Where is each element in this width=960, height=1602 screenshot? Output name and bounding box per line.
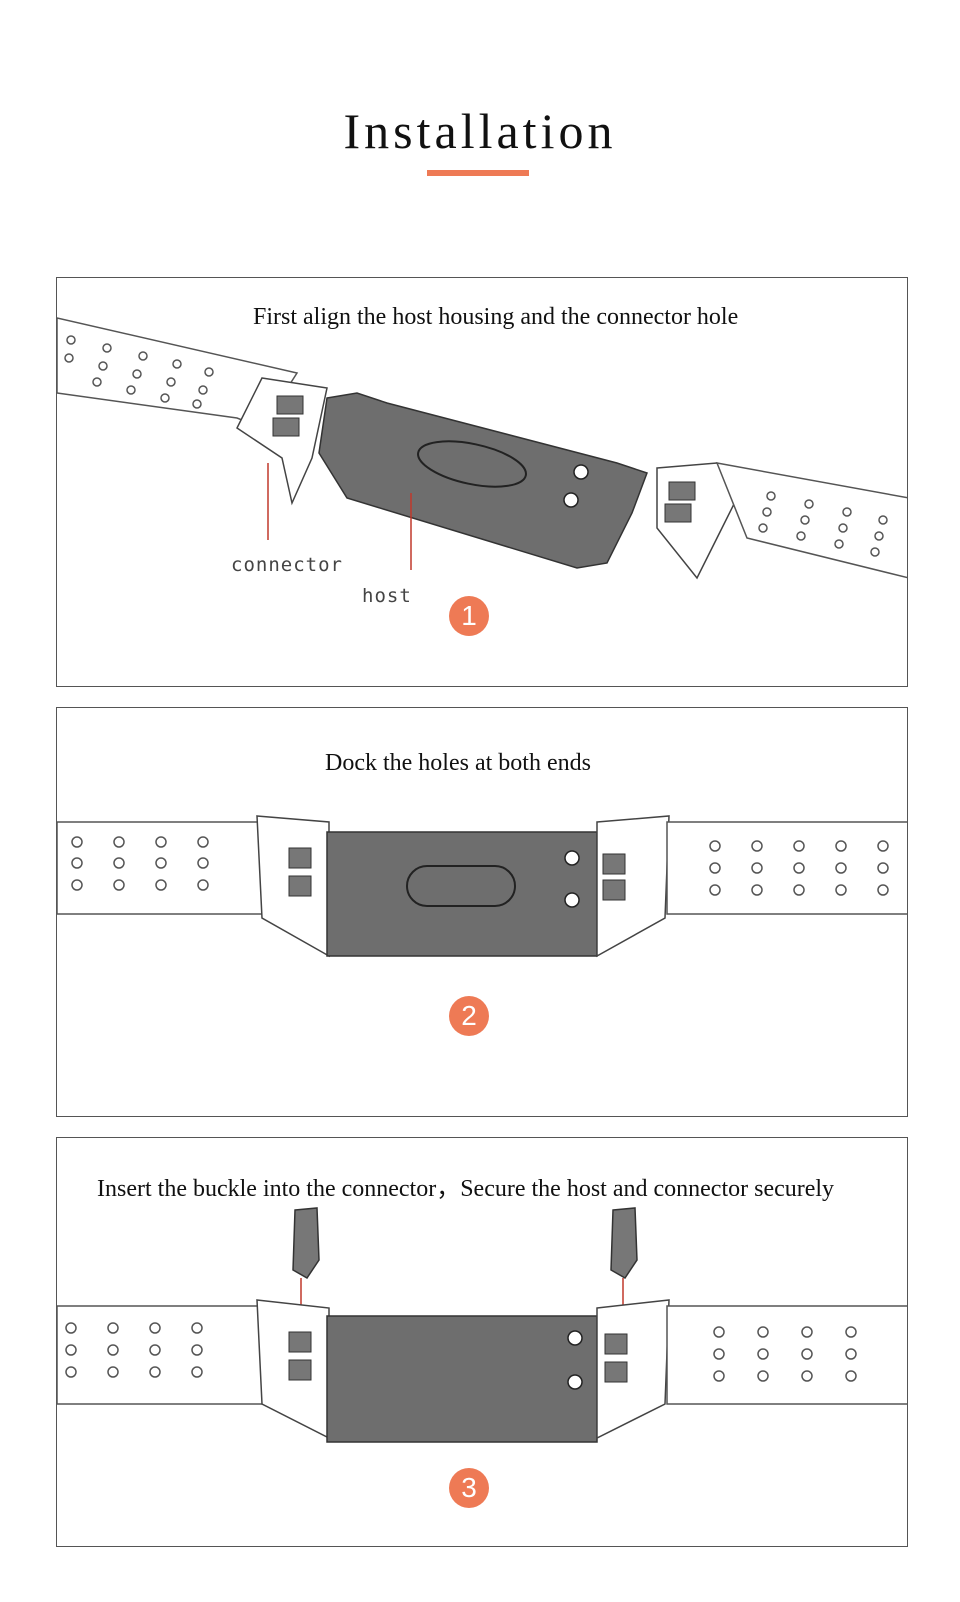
step-1-caption: First align the host housing and the con… <box>253 304 738 331</box>
step-2-caption: Dock the holes at both ends <box>325 750 591 777</box>
step-3-badge: 3 <box>449 1468 489 1508</box>
step-3-panel: Insert the buckle into the connector，Sec… <box>56 1137 908 1547</box>
step-2-badge: 2 <box>449 996 489 1036</box>
host-label: host <box>362 585 412 607</box>
connector-label: connector <box>231 554 343 576</box>
title-underline <box>427 170 529 176</box>
step-3-caption: Insert the buckle into the connector，Sec… <box>97 1168 834 1203</box>
step-1-panel: First align the host housing and the con… <box>56 277 908 687</box>
step-2-panel: Dock the holes at both ends 2 <box>56 707 908 1117</box>
page-title: Installation <box>0 102 960 160</box>
step-1-badge: 1 <box>449 596 489 636</box>
